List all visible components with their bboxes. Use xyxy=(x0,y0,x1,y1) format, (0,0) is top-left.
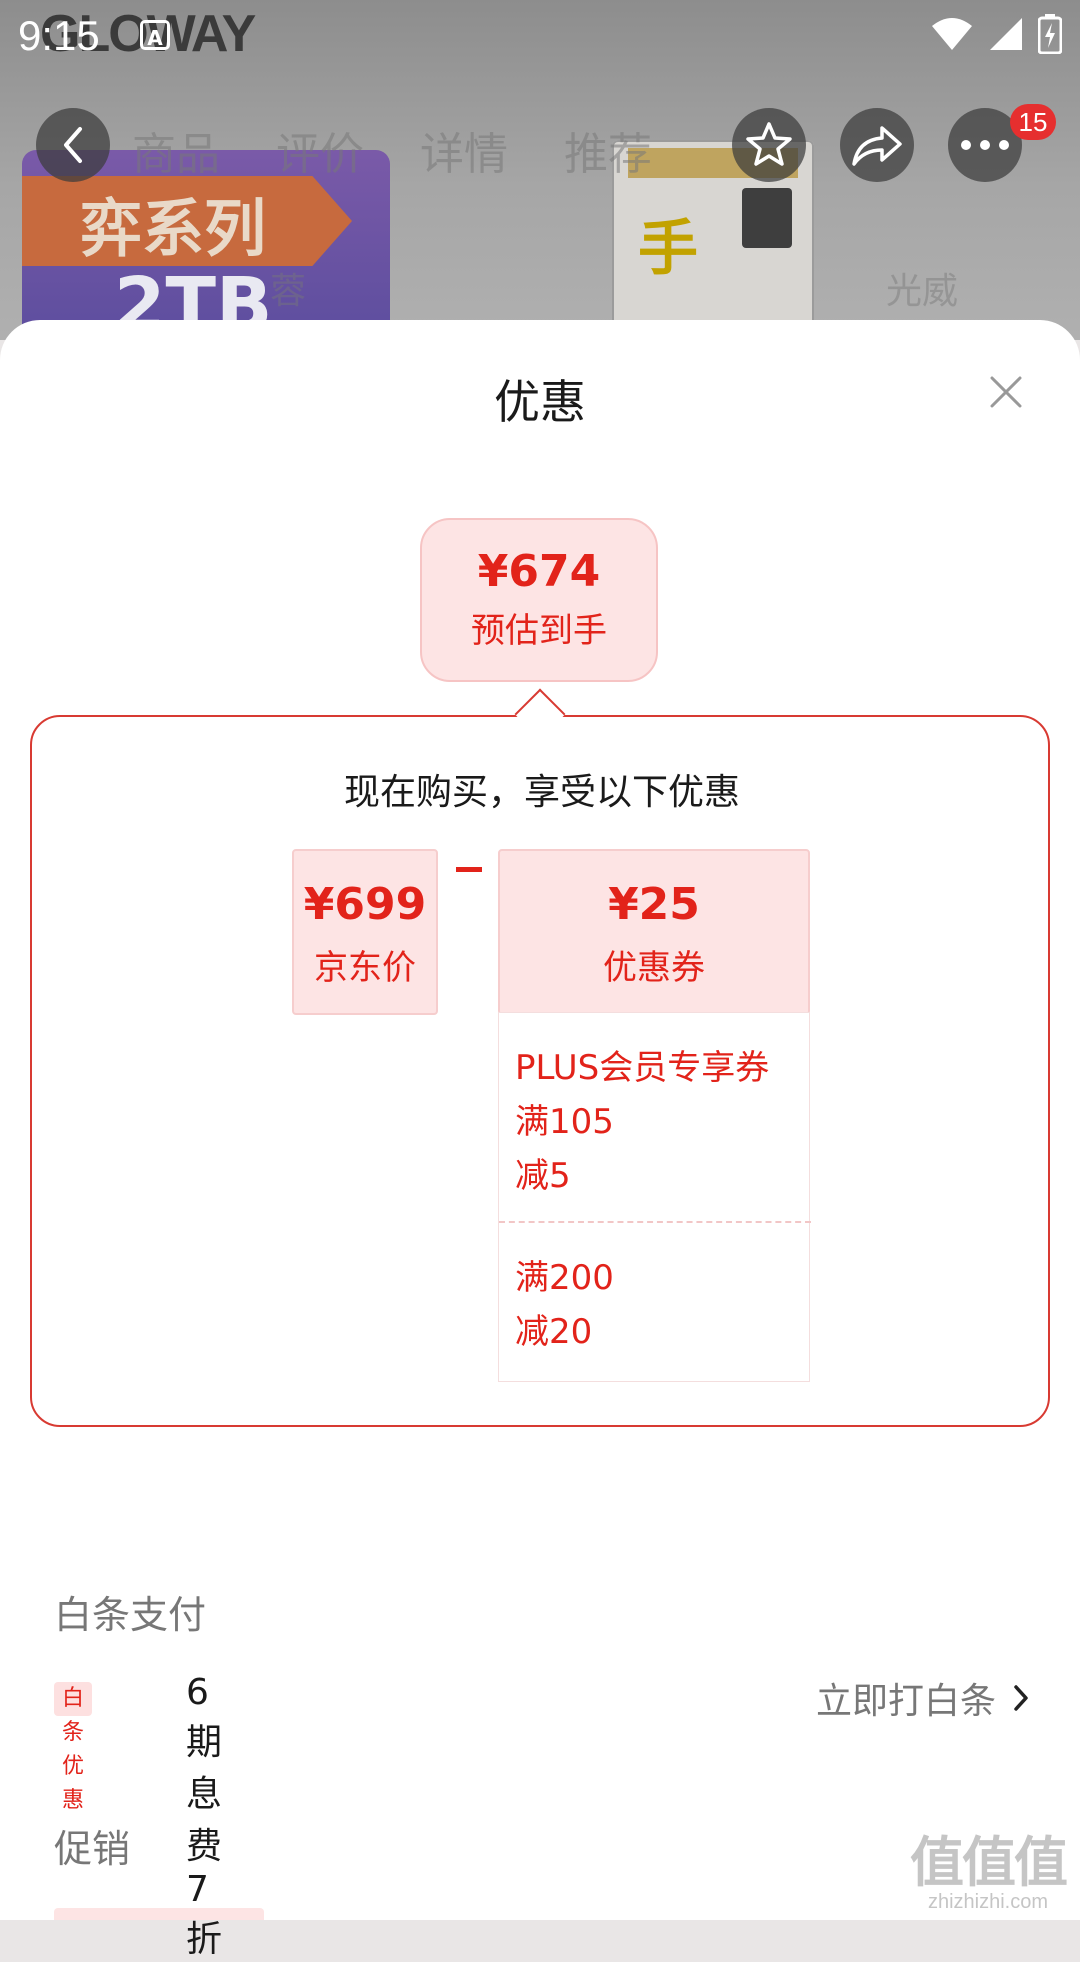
promo-series-text: 弈系列 xyxy=(80,192,267,265)
watermark: 值值值 zhizhizhi.com xyxy=(910,1818,1068,1914)
close-button[interactable] xyxy=(984,370,1028,414)
coupon-item-threshold: 满105 xyxy=(515,1102,614,1142)
baitiao-action-label: 立即打白条 xyxy=(815,1681,996,1722)
status-icons xyxy=(930,14,1062,54)
discount-breakdown: 现在购买，享受以下优惠 ¥699 京东价 ¥25 优惠券 PLUS会员专享券 满… xyxy=(30,715,1050,1427)
coupon-card: ¥25 优惠券 xyxy=(498,849,810,1015)
more-button[interactable] xyxy=(948,108,1022,182)
promotion-tag xyxy=(54,1908,264,1920)
coupon-item-name: PLUS会员专享券 xyxy=(515,1048,770,1088)
coupon-list: PLUS会员专享券 满105 减5 满200 减20 xyxy=(498,1012,811,1382)
wifi-icon xyxy=(932,18,972,50)
estimated-price-bubble: ¥674 预估到手 xyxy=(420,518,658,682)
coupon-item: 满200 减20 xyxy=(515,1251,614,1359)
discount-sheet: 优惠 ¥674 预估到手 现在购买，享受以下优惠 ¥699 京东价 ¥25 优惠… xyxy=(0,320,1080,1920)
chevron-right-icon xyxy=(1014,1685,1028,1711)
ghost-sub-label: 蓉 xyxy=(270,271,307,312)
coupon-divider xyxy=(499,1221,811,1223)
close-icon xyxy=(990,376,1022,408)
brand-logo: GLOWAY xyxy=(40,5,256,63)
watermark-url: zhizhizhi.com xyxy=(927,1891,1049,1913)
promo-ribbon xyxy=(22,176,352,266)
coupon-item-threshold: 满200 xyxy=(515,1258,614,1298)
jd-price-label: 京东价 xyxy=(314,948,416,988)
jd-price-card: ¥699 京东价 xyxy=(292,849,438,1015)
tab-recommend: 推荐 xyxy=(564,129,652,180)
more-dots-icon xyxy=(961,140,1009,150)
ssd-label-text: 手 xyxy=(638,214,698,284)
star-icon xyxy=(746,122,792,166)
ghost-sub-label: 光威 xyxy=(886,271,959,312)
coupon-value: ¥25 xyxy=(608,879,700,930)
tab-details: 详情 xyxy=(420,129,508,180)
signal-icon xyxy=(990,18,1022,50)
discount-headline: 现在购买，享受以下优惠 xyxy=(343,772,740,813)
sheet-title: 优惠 xyxy=(494,375,586,429)
notification-icon: A xyxy=(140,20,170,50)
share-icon xyxy=(852,126,902,166)
ssd-product-image: 手 xyxy=(612,140,814,340)
minus-sign xyxy=(456,867,482,872)
ssd-chip xyxy=(742,188,792,248)
estimated-price-label: 预估到手 xyxy=(471,611,607,651)
back-button[interactable] xyxy=(36,108,110,182)
favorite-button[interactable] xyxy=(732,108,806,182)
baitiao-action-link[interactable]: 立即打白条 xyxy=(816,1672,1030,1724)
baitiao-section-title: 白条支付 xyxy=(54,1593,207,1637)
jd-price-value: ¥699 xyxy=(303,879,427,930)
message-count-badge: 15 xyxy=(1010,104,1056,140)
coupon-item-discount: 减20 xyxy=(515,1312,593,1352)
product-page-backdrop[interactable]: GLOWAY 弈系列 2TB 手 商品 评价 详情 推荐 蓉 光威 9:15 A… xyxy=(0,0,1080,340)
battery-icon xyxy=(1038,14,1062,54)
coupon-label: 优惠券 xyxy=(603,948,705,988)
baitiao-tag: 白条优惠 xyxy=(54,1682,93,1813)
tab-reviews: 评价 xyxy=(276,129,364,180)
tab-product: 商品 xyxy=(132,129,220,180)
promotion-section-title: 促销 xyxy=(54,1827,131,1871)
watermark-logo: 值值值 xyxy=(910,1831,1068,1894)
coupon-item: PLUS会员专享券 满105 减5 xyxy=(515,1041,769,1203)
chevron-left-icon xyxy=(64,127,82,163)
estimated-price: ¥674 xyxy=(477,546,601,597)
status-time: 9:15 xyxy=(18,12,100,59)
coupon-item-discount: 减5 xyxy=(515,1156,571,1196)
share-button[interactable] xyxy=(840,108,914,182)
